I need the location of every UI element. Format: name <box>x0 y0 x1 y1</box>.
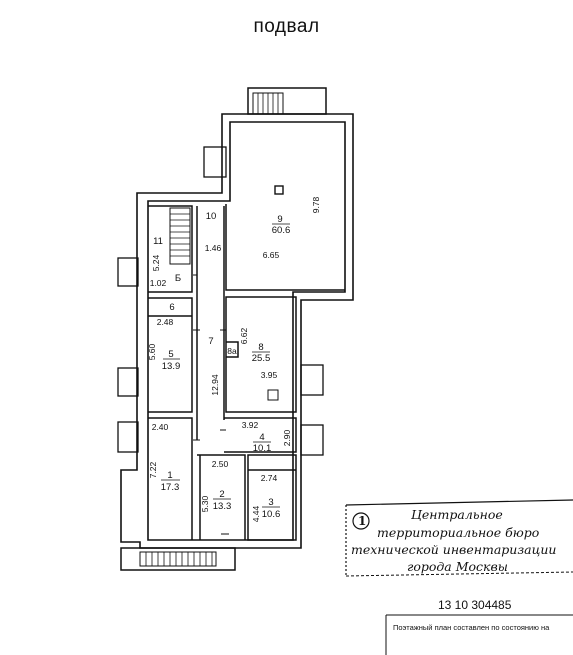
room-8a-number: 8а <box>227 346 237 356</box>
document-number: 13 10 304485 <box>438 598 512 612</box>
room-b-number: Б <box>175 273 181 284</box>
footer-note: Поэтажный план составлен по состоянию на <box>393 623 550 632</box>
room-1-number: 1 <box>167 470 172 481</box>
dim-2-40: 2.40 <box>152 422 169 432</box>
dim-4-44: 4.44 <box>251 505 261 522</box>
footer-table <box>385 614 573 655</box>
bti-stamp: 1 Центральное территориальное бюро техни… <box>343 503 573 574</box>
dim-6-65: 6.65 <box>263 250 280 260</box>
dim-5-24: 5.24 <box>151 254 161 271</box>
stamp-line-3: технической инвентаризации <box>351 542 557 557</box>
dim-5-30: 5.30 <box>200 495 210 512</box>
plan-title: подвал <box>253 16 320 37</box>
dim-2-48: 2.48 <box>157 317 174 327</box>
interior-walls <box>148 204 345 541</box>
stair-treads <box>145 93 279 566</box>
stamp-line-4: города Москвы <box>407 559 508 574</box>
room-8-number: 8 <box>258 342 263 353</box>
column <box>274 185 284 195</box>
room-10-number: 10 <box>206 211 217 222</box>
room-8-area: 25.5 <box>252 353 271 364</box>
room-9-area: 60.6 <box>272 225 291 236</box>
dim-6-62: 6.62 <box>239 327 249 344</box>
dim-3-95: 3.95 <box>261 370 278 380</box>
room-7-number: 7 <box>208 336 213 347</box>
stamp-line-2: территориальное бюро <box>377 525 540 540</box>
room-2-number: 2 <box>219 489 224 500</box>
room-4-area: 10.1 <box>253 443 272 454</box>
room-3-area: 10.6 <box>262 509 281 520</box>
stamp-line-1: Центральное <box>411 507 503 522</box>
dim-2-50: 2.50 <box>212 459 229 469</box>
room-1-area: 17.3 <box>161 482 180 493</box>
dim-2-90: 2.90 <box>282 429 292 446</box>
room-9-number: 9 <box>277 214 282 225</box>
window-wells <box>117 146 324 456</box>
stamp-frame <box>345 499 573 577</box>
room-11-number: 11 <box>153 236 163 247</box>
dim-9-78: 9.78 <box>311 196 321 213</box>
dim-1-46: 1.46 <box>205 243 222 253</box>
room-5-number: 5 <box>168 349 173 360</box>
dim-2-74: 2.74 <box>261 473 278 483</box>
room-4-number: 4 <box>259 432 264 443</box>
room-2-area: 13.3 <box>213 501 232 512</box>
dim-3-92: 3.92 <box>242 420 259 430</box>
room-3-number: 3 <box>268 497 273 508</box>
wall-outline <box>120 113 354 549</box>
stamp-number: 1 <box>358 514 367 528</box>
fixture <box>267 389 279 401</box>
dim-1-02: 1.02 <box>150 278 167 288</box>
dim-12-94: 12.94 <box>210 374 220 396</box>
dim-5-60: 5.60 <box>147 343 157 360</box>
room-6-number: 6 <box>169 302 174 313</box>
dim-7-22: 7.22 <box>148 461 158 478</box>
stairs <box>120 87 327 571</box>
room-5-area: 13.9 <box>162 361 181 372</box>
